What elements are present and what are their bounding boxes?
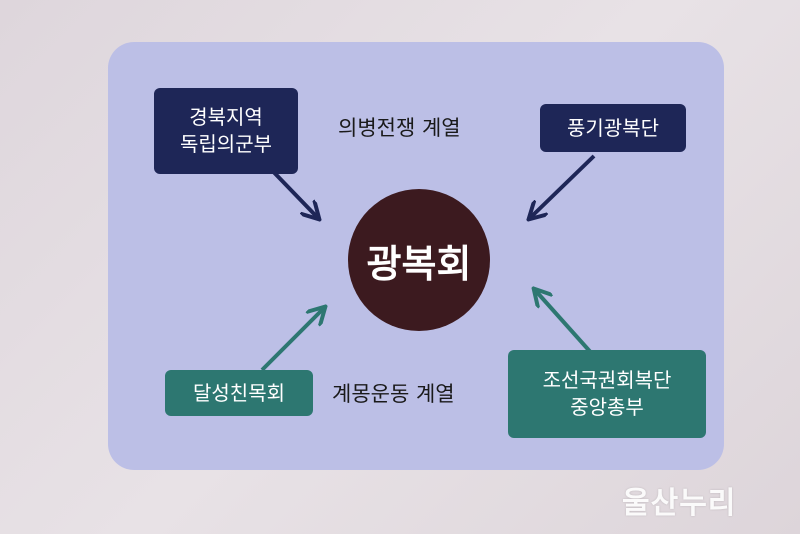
box-line-2: 독립의군부	[180, 132, 272, 156]
box-punggi-gwangbokdan: 풍기광복단	[540, 104, 686, 152]
box-gyeongbuk-independence-army: 경북지역 독립의군부	[154, 88, 298, 174]
box-line-1: 달성친목회	[193, 380, 285, 405]
box-line-1: 경북지역	[189, 105, 263, 129]
box-joseon-gukgwon-hoebokdan: 조선국권회복단 중앙총부	[508, 350, 706, 438]
label-righteous-army-lineage: 의병전쟁 계열	[338, 116, 461, 140]
arrow-bottom-left	[260, 308, 324, 372]
box-dalseong-chinmokhoe: 달성친목회	[165, 370, 313, 416]
box-line-2: 중앙총부	[570, 395, 644, 419]
label-enlightenment-lineage: 계몽운동 계열	[332, 382, 455, 406]
center-label: 광복회	[366, 240, 472, 286]
center-circle-gwangbokhoe: 광복회	[348, 189, 490, 331]
arrow-top-right	[530, 154, 596, 218]
arrow-bottom-right	[535, 290, 596, 358]
box-line-1: 조선국권회복단	[542, 368, 672, 392]
box-line-1: 풍기광복단	[567, 115, 659, 140]
watermark-logo: 울산누리	[622, 486, 737, 521]
